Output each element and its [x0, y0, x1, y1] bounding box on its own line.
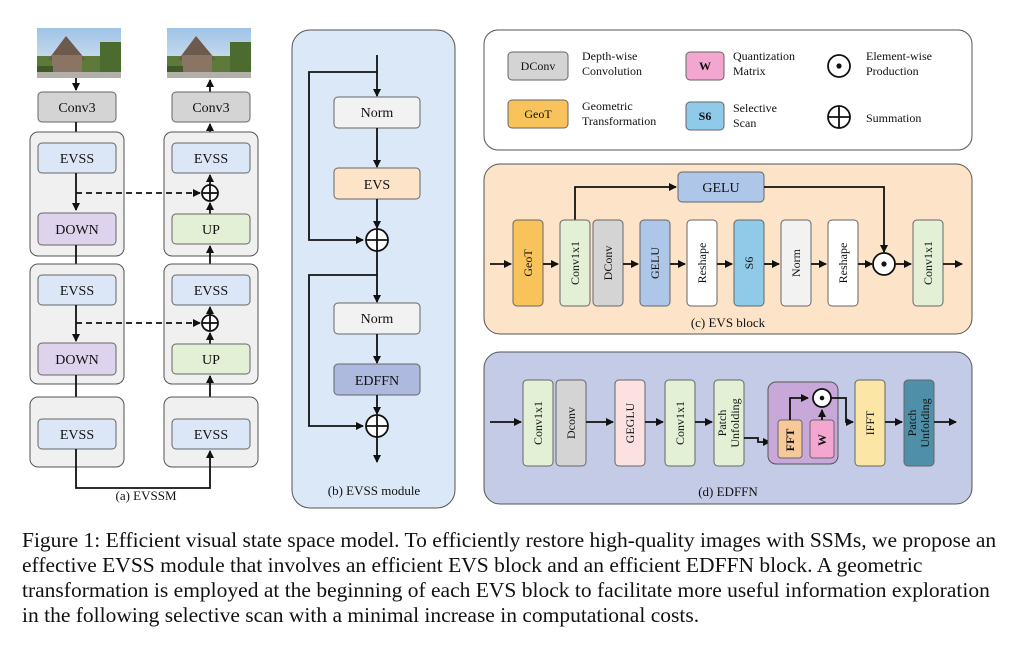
evs-geot-label: GeoT [521, 249, 535, 277]
legend-w-box: W [699, 59, 711, 73]
elementwise-product-icon [827, 54, 851, 78]
legend-s6-desc-2: Scan [733, 116, 756, 130]
edffn-w-label: W [815, 434, 829, 446]
legend-geot-desc-1: Geometric [582, 99, 633, 113]
input-image [37, 28, 121, 78]
evs-elementwise-product-icon [872, 252, 896, 276]
legend-s6-desc-1: Selective [733, 101, 777, 115]
conv3-right-label: Conv3 [192, 101, 229, 116]
up-2-label: UP [202, 353, 220, 368]
evss-evs-label: EVS [364, 178, 390, 193]
evs-reshape2-label: Reshape [836, 243, 850, 284]
edffn-conv1x1-label: Conv1x1 [531, 401, 545, 445]
evs-gelu-label: GELU [648, 247, 662, 279]
down-2-label: DOWN [55, 353, 99, 368]
evss-l2-label: EVSS [60, 284, 94, 299]
legend-panel: DConv Depth-wise Convolution GeoT Geomet… [483, 29, 973, 151]
legend-summation-desc: Summation [866, 111, 921, 125]
legend-elementwise-desc-1: Element-wise [866, 49, 932, 63]
evs-s6-label: S6 [742, 257, 756, 270]
edffn-conv1x1-b-label: Conv1x1 [673, 401, 687, 445]
edffn-patch-unfold-2b: Unfolding [918, 398, 932, 447]
evs-conv1x1-out-label: Conv1x1 [921, 241, 935, 285]
evss-module-panel: Norm EVS Norm EDFFN (b) EVSS module [291, 29, 456, 509]
legend-geot-desc-2: Transformation [582, 114, 656, 128]
legend-w-desc-1: Quantization [733, 49, 795, 63]
evss-module-caption: (b) EVSS module [328, 483, 421, 498]
figure-diagram: Conv3 Conv3 EVSS EVSS DOWN UP EVSS EVSS [29, 28, 973, 509]
evssm-caption: (a) EVSSM [115, 488, 176, 503]
edffn-patch-unfold-2a: Patch [905, 410, 919, 437]
summation-icon [827, 105, 851, 129]
evss-l3-label: EVSS [60, 428, 94, 443]
edffn-panel: Conv1x1 Dconv GEGLU Conv1x1 Patch Unfold… [483, 351, 973, 505]
evss-r1-label: EVSS [194, 152, 228, 167]
evss-norm-1-label: Norm [361, 106, 394, 121]
figure-caption: Figure 1: Efficient visual state space m… [22, 528, 997, 627]
legend-s6-box: S6 [699, 109, 712, 123]
evs-norm-label: Norm [789, 248, 803, 277]
edffn-patch-unfold-1b: Unfolding [728, 398, 742, 447]
legend-dconv-box: DConv [521, 59, 556, 73]
evs-dconv-label: DConv [601, 246, 615, 281]
edffn-patch-unfold-1a: Patch [715, 410, 729, 437]
evss-l1-label: EVSS [60, 152, 94, 167]
edffn-elementwise-product-icon [812, 388, 832, 408]
legend-dconv-desc-1: Depth-wise [582, 49, 637, 63]
edffn-ifft-label: IFFT [863, 410, 877, 435]
evs-block-caption: (c) EVS block [691, 315, 766, 330]
evs-conv1x1-label: Conv1x1 [568, 241, 582, 285]
legend-w-desc-2: Matrix [733, 64, 766, 78]
evs-gelu-top-label: GELU [702, 181, 739, 196]
up-1-label: UP [202, 223, 220, 238]
edffn-geglu-label: GEGLU [623, 402, 637, 443]
evss-norm-2-label: Norm [361, 312, 394, 327]
evs-block-panel: GELU GeoT Conv1x1 DConv GELU Reshape S6 … [483, 163, 973, 335]
legend-geot-box: GeoT [524, 107, 552, 121]
edffn-caption: (d) EDFFN [698, 484, 758, 499]
evss-edffn-label: EDFFN [355, 374, 399, 389]
edffn-fft-label: FFT [783, 429, 797, 452]
output-image [167, 28, 251, 78]
legend-dconv-desc-2: Convolution [582, 64, 642, 78]
evssm-panel: Conv3 Conv3 EVSS EVSS DOWN UP EVSS EVSS [29, 28, 259, 503]
edffn-dconv-label: Dconv [564, 407, 578, 439]
legend-elementwise-desc-2: Production [866, 64, 919, 78]
down-1-label: DOWN [55, 223, 99, 238]
evss-r3-label: EVSS [194, 428, 228, 443]
evs-reshape-label: Reshape [695, 243, 709, 284]
evss-r2-label: EVSS [194, 284, 228, 299]
conv3-left-label: Conv3 [58, 101, 95, 116]
